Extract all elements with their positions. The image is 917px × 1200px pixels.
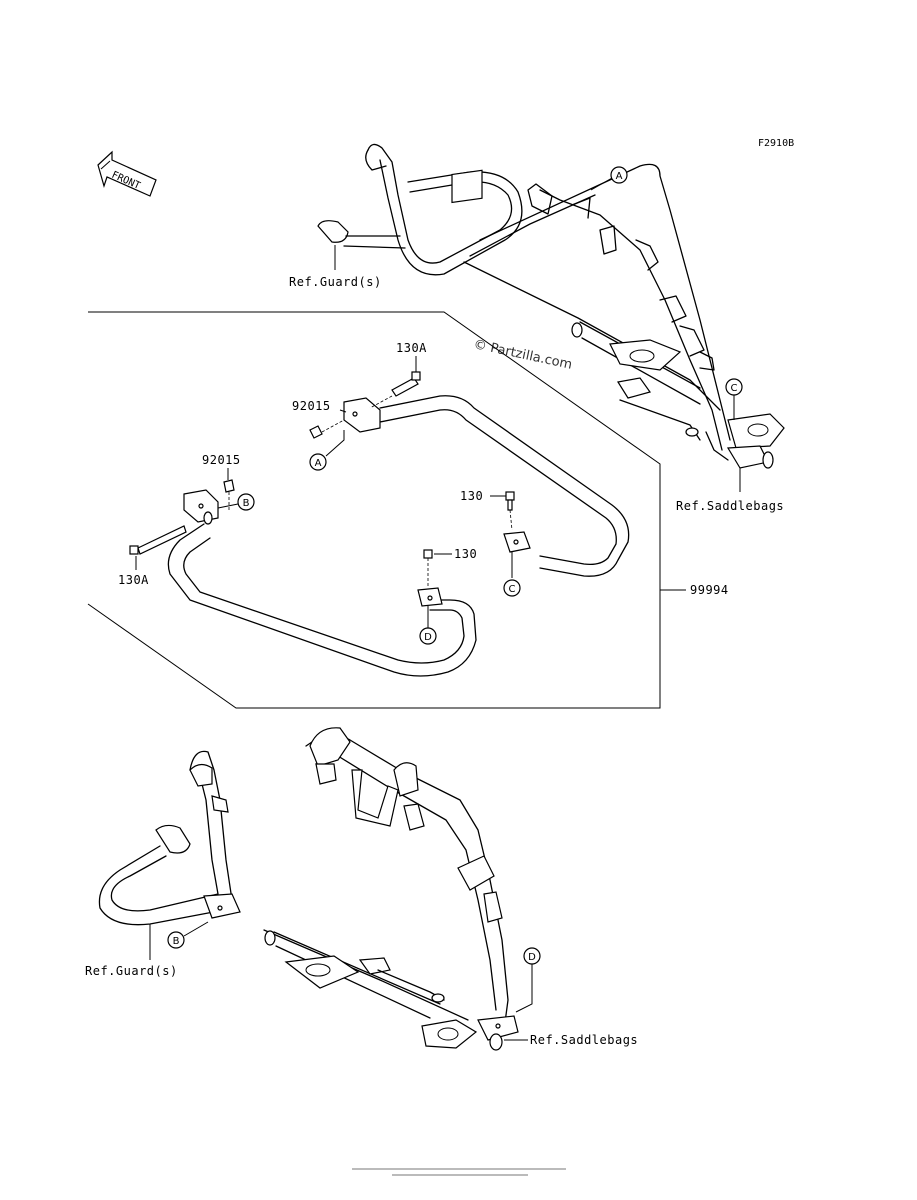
svg-text:B: B <box>243 498 250 509</box>
part-130a-top-label: 130A <box>396 341 427 355</box>
footer-fine-print <box>352 1168 566 1170</box>
figure-code: F2910B <box>758 138 794 149</box>
front-arrow-icon: FRONT <box>97 150 157 197</box>
callout-c-mid <box>503 579 521 597</box>
svg-text:D: D <box>528 952 536 963</box>
callout-c-top <box>725 378 743 396</box>
ref-guard-top-label: Ref.Guard(s) <box>289 275 382 289</box>
svg-text:A: A <box>315 458 322 469</box>
callout-b-bottom <box>167 931 185 949</box>
part-92015-top-label: 92015 <box>292 399 331 413</box>
bolt-130-mid-icon <box>423 549 433 588</box>
ref-saddlebags-bottom-label: Ref.Saddlebags <box>530 1033 638 1047</box>
ref-guard-bottom-label: Ref.Guard(s) <box>85 964 178 978</box>
svg-text:B: B <box>173 936 180 947</box>
part-130a-left-label: 130A <box>118 573 149 587</box>
svg-text:C: C <box>509 584 516 595</box>
callout-b-mid <box>237 493 255 511</box>
part-92015-left-label: 92015 <box>202 453 241 467</box>
top-frame-assembly <box>317 143 785 469</box>
front-bar-part <box>167 489 477 677</box>
svg-text:D: D <box>424 632 432 643</box>
nut-92015-left-icon <box>223 479 235 512</box>
panel-outline <box>87 311 661 709</box>
svg-text:A: A <box>616 171 623 182</box>
svg-text:C: C <box>731 383 738 394</box>
ref-saddlebags-top-label: Ref.Saddlebags <box>676 499 784 513</box>
part-130-right-label: 130 <box>460 489 483 503</box>
callout-a-top <box>610 166 628 184</box>
bolt-130a-left-icon <box>129 525 187 555</box>
rear-bar-part <box>343 395 630 577</box>
callout-d-bottom <box>523 947 541 965</box>
callout-a-mid <box>309 453 327 471</box>
nut-92015-top-icon <box>309 419 345 439</box>
bolt-130a-top-icon <box>369 371 421 409</box>
bottom-frame-assembly <box>98 727 519 1051</box>
part-99994-label: 99994 <box>690 583 729 597</box>
bolt-130-right-icon <box>505 491 515 531</box>
part-130-mid-label: 130 <box>454 547 477 561</box>
callout-d-mid <box>419 627 437 645</box>
